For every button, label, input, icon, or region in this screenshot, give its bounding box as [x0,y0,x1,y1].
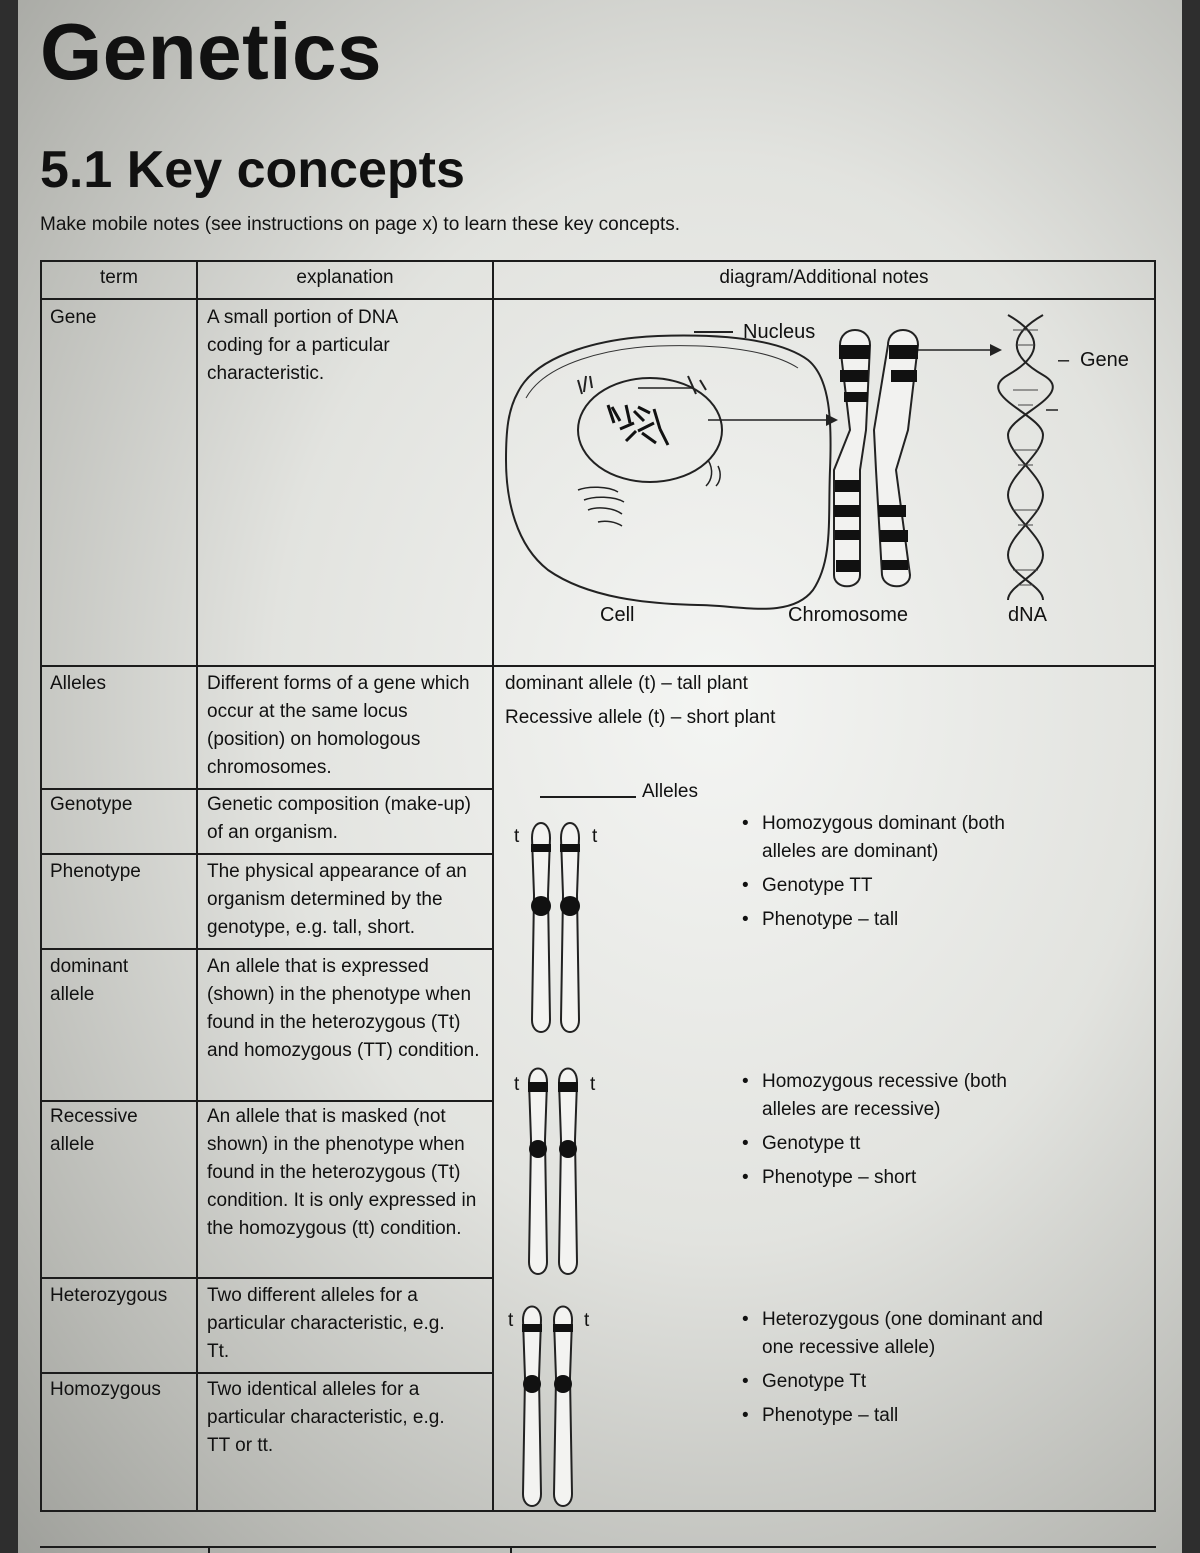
section-title: 5.1 Key concepts [40,141,465,199]
term-cell: Phenotype [50,861,141,882]
explanation-cell: Genetic composition (make-up) of an orga… [207,794,471,843]
table-header-divider [40,298,1156,300]
bullet-item: Heterozygous (one dominant and one reces… [740,1306,1060,1362]
organelle [577,375,707,395]
row-divider [40,1277,494,1279]
explanation-cell: An allele that is masked (not shown) in … [207,1106,477,1239]
nucleus-label: Nucleus [743,321,816,343]
chromosome-scribble [606,404,670,446]
allele-chromosome-pairs [521,822,581,1507]
bullet-item: Homozygous dominant (both alleles are do… [740,810,1060,866]
arrow-head [826,414,838,426]
table-border-left [40,260,42,1512]
cell-label: Cell [600,604,635,626]
allele-tag: t [508,1310,514,1331]
nucleus [577,377,723,483]
arrow-head [990,344,1002,356]
next-table-divider [208,1546,210,1553]
homozygous-dominant-notes: Homozygous dominant (both alleles are do… [740,810,1060,940]
allele-tag: t [592,826,598,847]
chromosome-label: Chromosome [788,604,909,626]
cell-membrane-inner [525,345,799,399]
term-cell: Recessive allele [50,1106,138,1155]
table-border-top [40,260,1156,262]
explanation-cell: Two different alleles for a particular c… [207,1285,445,1362]
column-header-diagram: diagram/Additional notes [719,267,929,288]
chromosome-pair-homozygous-recessive [527,1067,579,1275]
alleles-label: Alleles [642,781,698,802]
column-divider-1 [196,260,198,1512]
document-title: Genetics [40,7,382,96]
gene-label-dash: – [1058,349,1070,371]
recessive-allele-note: Recessive allele (t) – short plant [505,707,776,728]
organelle [577,486,625,527]
gene-label: Gene [1080,349,1129,371]
row-divider [40,788,494,790]
bullet-item: Phenotype – short [740,1164,1060,1192]
term-cell: Gene [50,307,97,328]
next-table-border [40,1546,1156,1548]
bullet-item: Homozygous recessive (both alleles are r… [740,1068,1060,1124]
row-divider [40,1372,494,1374]
alleles-pointer [540,796,636,798]
column-header-term: term [100,267,138,288]
row-divider [40,853,494,855]
allele-tag: t [514,1074,520,1095]
page: Genetics 5.1 Key concepts Make mobile no… [18,0,1182,1553]
column-divider-2 [492,260,494,1512]
allele-tag: t [590,1074,596,1095]
explanation-cell: The physical appearance of an organism d… [207,861,467,938]
chromosome-right-arm [872,329,920,588]
dna-label: dNA [1008,604,1047,626]
bullet-item: Genotype tt [740,1130,1060,1158]
next-table-divider [510,1546,512,1553]
term-cell: Homozygous [50,1379,161,1400]
bullet-item: Phenotype – tall [740,906,1060,934]
table-border-right [1154,260,1156,1512]
homozygous-recessive-notes: Homozygous recessive (both alleles are r… [740,1068,1060,1198]
row-divider [40,948,494,950]
row-divider [40,665,1156,667]
explanation-cell: An allele that is expressed (shown) in t… [207,956,480,1061]
term-cell: Alleles [50,673,106,694]
gene-diagram-drawing [504,314,1058,610]
bullet-item: Genotype TT [740,872,1060,900]
explanation-cell: Different forms of a gene which occur at… [207,673,470,778]
chromosome-bands [834,345,918,572]
bullet-item: Phenotype – tall [740,1402,1060,1430]
explanation-cell: A small portion of DNA coding for a part… [207,307,398,384]
column-header-explanation: explanation [296,267,394,288]
organelle [705,459,721,487]
cell-outline [504,334,832,610]
term-cell: dominant allele [50,956,129,1005]
heterozygous-notes: Heterozygous (one dominant and one reces… [740,1306,1060,1436]
table-border-bottom [40,1510,1156,1512]
intro-text: Make mobile notes (see instructions on p… [40,214,681,235]
term-cell: Genotype [50,794,133,815]
chromosome-pair-heterozygous [521,1305,574,1507]
dominant-allele-note: dominant allele (t) – tall plant [505,673,748,694]
allele-tag: t [514,826,520,847]
explanation-cell: Two identical alleles for a particular c… [207,1379,445,1456]
row-divider [40,1100,494,1102]
allele-tag: t [584,1310,590,1331]
dna-helix [997,314,1054,601]
chromosome-pair-homozygous-dominant [530,822,581,1033]
term-cell: Heterozygous [50,1285,168,1306]
bullet-item: Genotype Tt [740,1368,1060,1396]
dna-rungs [1013,329,1038,586]
